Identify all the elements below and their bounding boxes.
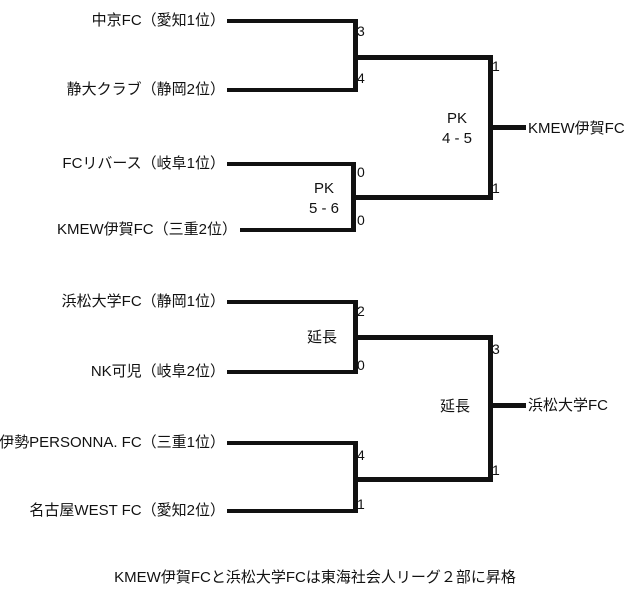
top-semi2-connector	[351, 195, 493, 200]
top-final-pk-note: PK 4 - 5	[417, 109, 497, 149]
top-final-score-top: 1	[492, 58, 500, 74]
score-kmew-iga: 0	[357, 212, 365, 228]
bottom-semi1-connector	[353, 335, 493, 340]
score-fc-reverse: 0	[357, 164, 365, 180]
score-shizudai: 4	[357, 70, 365, 86]
top-final-score-bottom: 1	[492, 180, 500, 196]
team-label-chukyo-fc: 中京FC（愛知1位）	[91, 12, 225, 29]
top-team4-line	[240, 228, 355, 232]
team-label-hamamatsu-univ: 浜松大学FC（静岡1位）	[61, 293, 225, 310]
score-chukyo: 3	[357, 23, 365, 39]
bottom-winner-stub	[488, 403, 526, 408]
bottom-final-score-bottom: 1	[492, 462, 500, 478]
team-label-shizudai: 静大クラブ（静岡2位）	[66, 81, 225, 98]
top-bracket-winner-label: KMEW伊賀FC	[528, 120, 625, 137]
score-nagoya-west: 1	[357, 496, 365, 512]
top-team3-line	[227, 162, 355, 166]
top-team2-line	[227, 88, 355, 92]
top-semi2-pk-note: PK 5 - 6	[284, 179, 364, 219]
bottom-team1-line	[227, 300, 355, 304]
team-label-nk-kani: NK可児（岐阜2位）	[90, 363, 225, 380]
bottom-final-score-top: 3	[492, 341, 500, 357]
score-ise-personna: 4	[357, 447, 365, 463]
bottom-final-extratime-note: 延長	[440, 398, 471, 415]
bottom-semi1-extratime-note: 延長	[306, 329, 337, 346]
pk-score-4-5: 4 - 5	[441, 130, 472, 147]
promotion-note: KMEW伊賀FCと浜松大学FCは東海社会人リーグ２部に昇格	[114, 569, 516, 586]
top-winner-stub	[488, 125, 526, 130]
team-label-ise-personna: 伊勢PERSONNA. FC（三重1位）	[0, 434, 225, 451]
pk-label: PK	[313, 180, 334, 197]
top-semi1-connector	[353, 55, 493, 60]
team-label-nagoya-west: 名古屋WEST FC（愛知2位）	[29, 502, 225, 519]
pk-score-5-6: 5 - 6	[308, 200, 339, 217]
bottom-semi2-connector	[353, 477, 493, 482]
bottom-team2-line	[227, 370, 355, 374]
score-nk-kani: 0	[357, 357, 365, 373]
top-team1-line	[227, 19, 355, 23]
team-label-kmew-iga: KMEW伊賀FC（三重2位）	[56, 221, 237, 238]
bottom-final-vertical	[488, 335, 493, 482]
bottom-team3-line	[227, 441, 355, 445]
pk-label: PK	[446, 110, 467, 127]
score-hamamatsu-univ: 2	[357, 303, 365, 319]
bottom-team4-line	[227, 509, 355, 513]
bottom-bracket-winner-label: 浜松大学FC	[528, 397, 608, 414]
team-label-fc-reverse: FCリバース（岐阜1位）	[62, 155, 225, 172]
